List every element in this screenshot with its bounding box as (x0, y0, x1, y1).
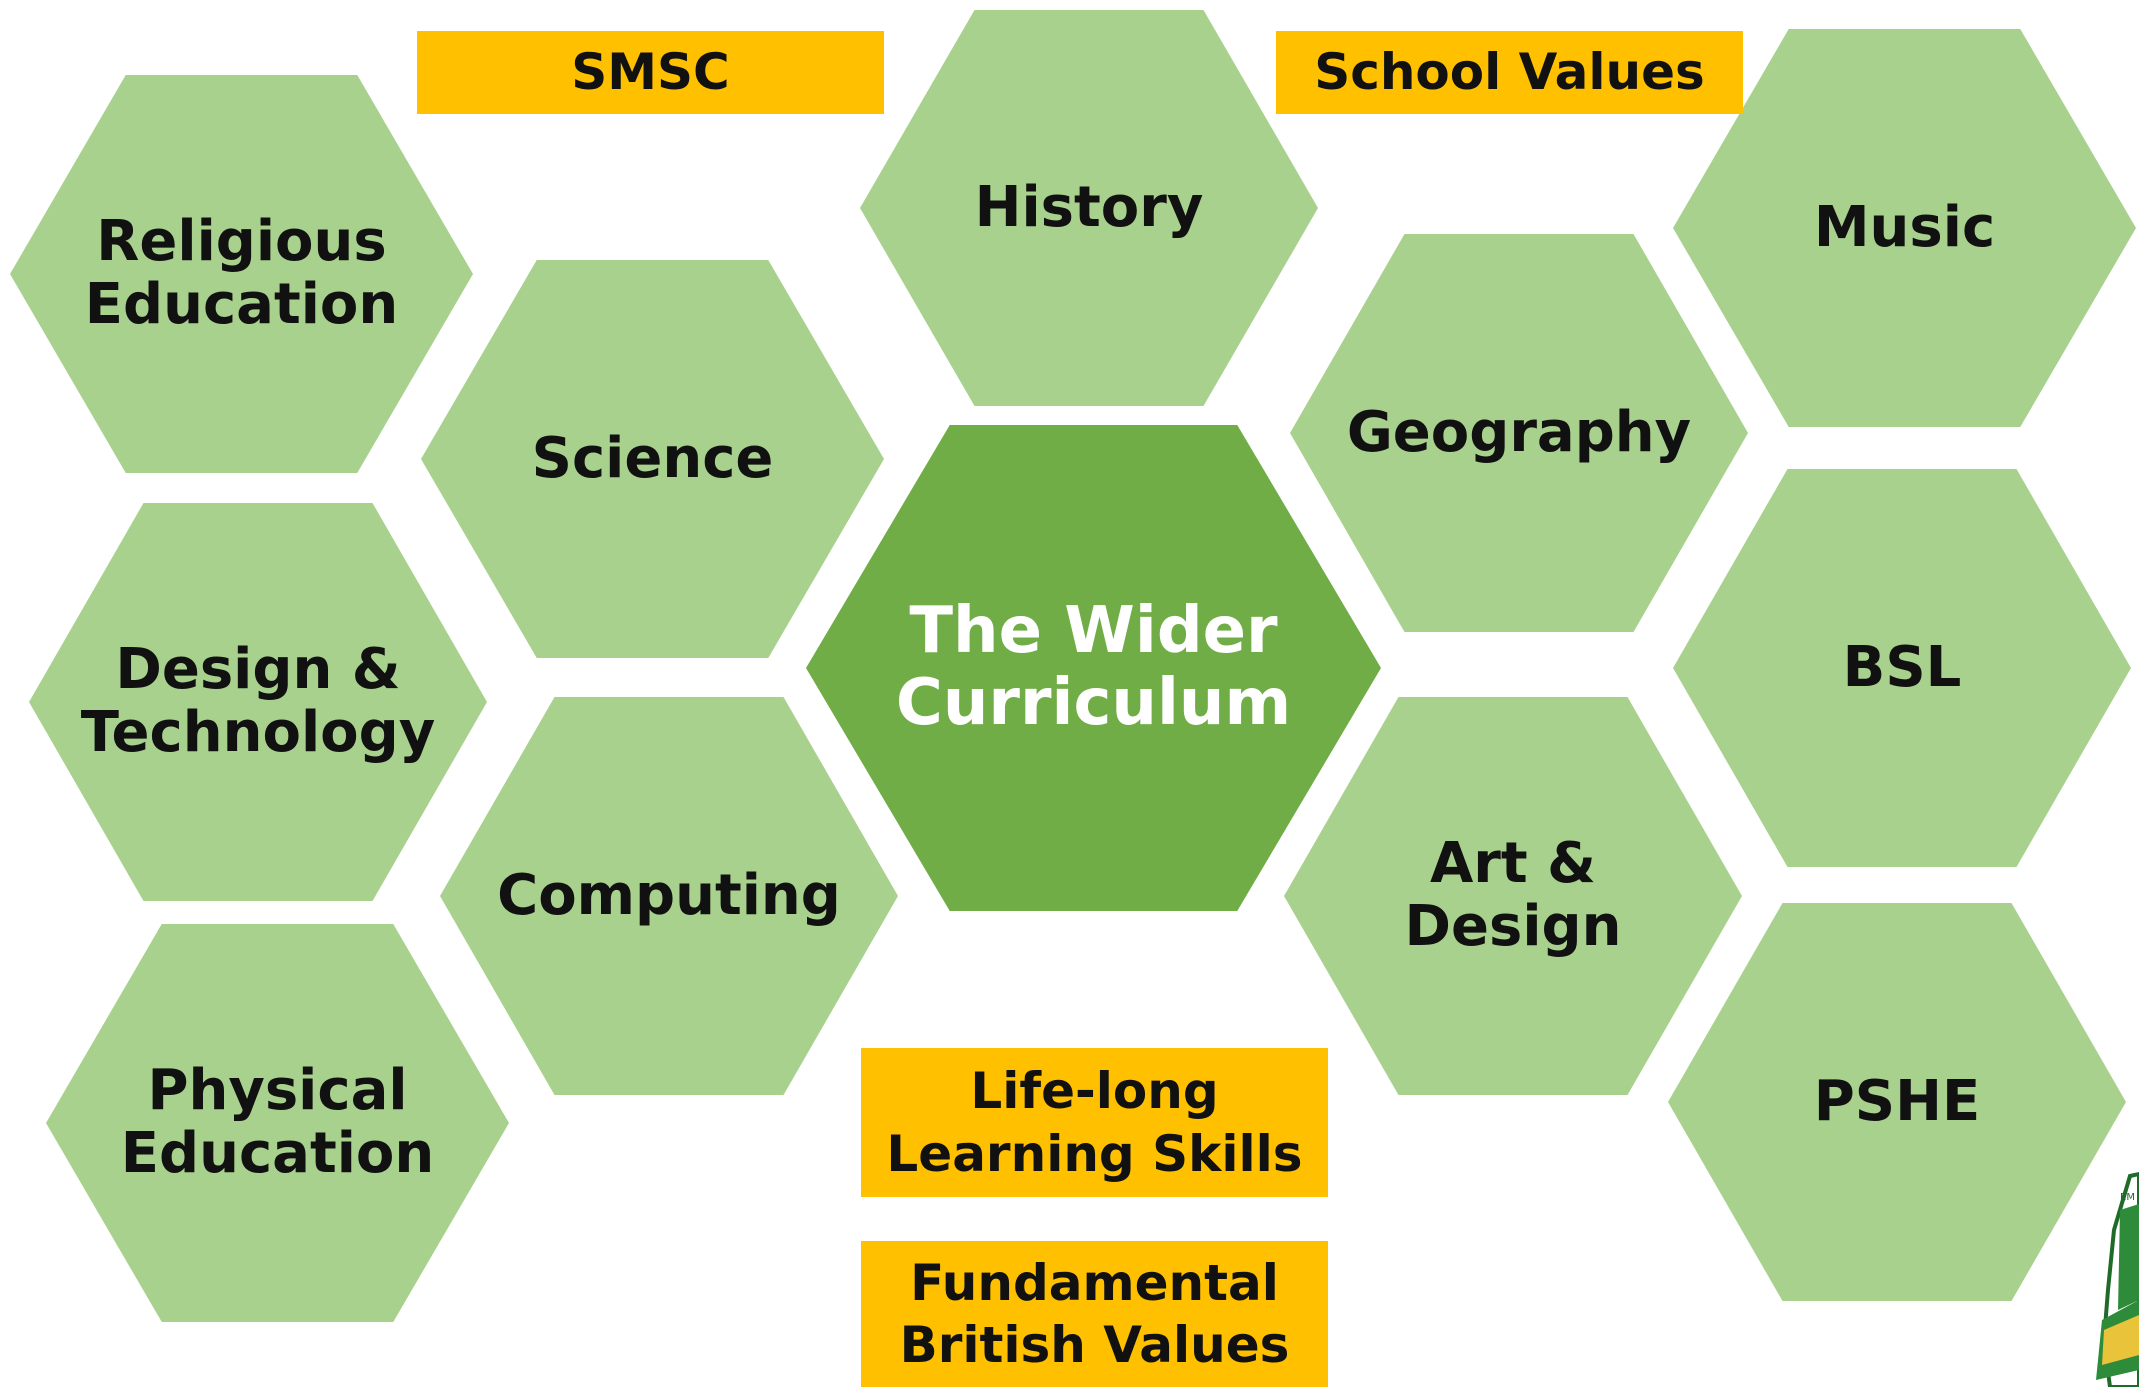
hex-bsl: BSL (1673, 469, 2131, 867)
lifelong-learning-skills-label: Life-long Learning Skills (886, 1062, 1303, 1183)
hex-history: History (860, 10, 1318, 406)
geography-label: Geography (1346, 399, 1692, 465)
hex-design-technology: Design & Technology (29, 503, 487, 901)
hex-the-wider-curriculum: The Wider Curriculum (806, 425, 1381, 911)
hex-computing: Computing (440, 697, 898, 1095)
tag-fundamental-british-values: Fundamental British Values (861, 1241, 1328, 1387)
physical-education-label: Physical Education (120, 1058, 435, 1186)
tag-lifelong-learning-skills: Life-long Learning Skills (861, 1048, 1328, 1197)
religious-education-label: Religious Education (84, 209, 399, 337)
pshe-label: PSHE (1813, 1068, 1981, 1134)
music-label: Music (1813, 194, 1996, 260)
art-design-label: Art & Design (1404, 831, 1622, 959)
school-values-label: School Values (1314, 43, 1705, 102)
tag-school-values: School Values (1276, 31, 1743, 114)
history-label: History (974, 174, 1204, 240)
school-crest-logo: EM (2090, 1170, 2139, 1387)
smsc-label: SMSC (571, 43, 730, 102)
bsl-label: BSL (1842, 634, 1962, 700)
design-technology-label: Design & Technology (80, 637, 436, 765)
hex-physical-education: Physical Education (46, 924, 509, 1322)
the-wider-curriculum-label: The Wider Curriculum (895, 594, 1292, 740)
hex-science: Science (421, 260, 884, 658)
tag-smsc: SMSC (417, 31, 884, 114)
computing-label: Computing (497, 862, 841, 928)
svg-text:EM: EM (2120, 1192, 2135, 1203)
hex-religious-education: Religious Education (10, 75, 473, 473)
hex-geography: Geography (1290, 234, 1748, 632)
hex-pshe: PSHE (1668, 903, 2126, 1301)
science-label: Science (531, 425, 774, 491)
hex-art-design: Art & Design (1284, 697, 1742, 1095)
fundamental-british-values-label: Fundamental British Values (899, 1253, 1290, 1375)
